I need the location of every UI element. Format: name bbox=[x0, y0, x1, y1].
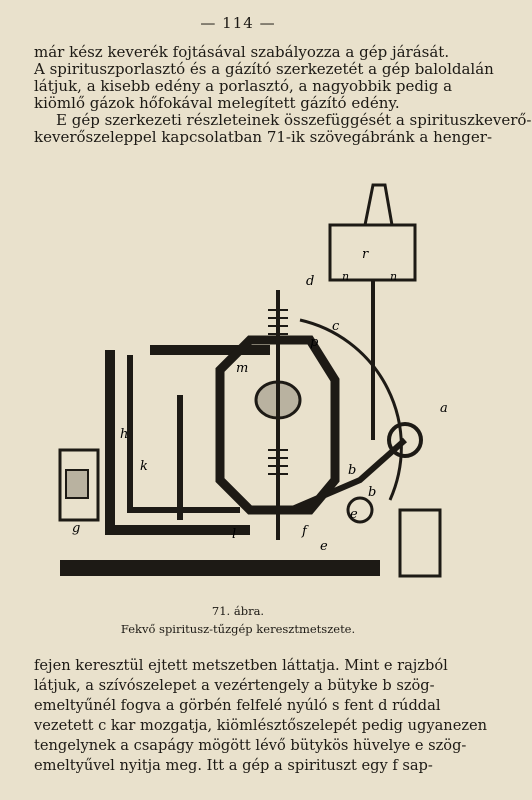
figure-label-h: h bbox=[120, 427, 128, 442]
flywheel-arc bbox=[299, 318, 403, 501]
figure-label-n: n bbox=[390, 270, 397, 283]
text-line: fejen keresztül ejtett metszetben láttat… bbox=[34, 657, 448, 674]
top-paragraph: már kész keverék fojtásával szabályozza … bbox=[34, 43, 532, 146]
pivot-wheel bbox=[346, 496, 374, 524]
engine-cross-section-figure: r n n d c m p a b b h k g l e e f bbox=[58, 183, 448, 578]
text-line: kiömlő gázok hőfokával melegített gázító… bbox=[34, 94, 400, 112]
text-line: vezetett c kar mozgatja, kiömlésztőszele… bbox=[34, 717, 488, 734]
text-line: E gép szerkezeti részleteinek összefüggé… bbox=[56, 111, 532, 129]
text-line: A spirituszporlasztó és a gázító szerkez… bbox=[34, 60, 494, 78]
figure-label-d: d bbox=[306, 274, 314, 289]
main-pipe bbox=[105, 350, 250, 535]
figure-label-m: m bbox=[236, 361, 248, 376]
upper-spring bbox=[268, 309, 288, 335]
figure-caption-subtitle: Fekvő spiritusz-tűzgép keresztmetszete. bbox=[120, 622, 356, 636]
figure-label-e: e bbox=[320, 539, 328, 554]
figure-label-r: r bbox=[362, 247, 369, 262]
valve-chamber bbox=[215, 335, 340, 515]
text-line: tengelynek a csapágy mögött lévő bütykös… bbox=[34, 737, 467, 754]
figure-label-b: b bbox=[348, 463, 356, 478]
figure-label-a: a bbox=[440, 401, 448, 416]
base-plate bbox=[60, 560, 380, 576]
figure-label-g: g bbox=[72, 521, 80, 536]
lower-spring bbox=[268, 449, 288, 475]
text-line: keverőszeleppel kapcsolatban 71-ik szöve… bbox=[34, 128, 493, 146]
figure-label-l: l bbox=[232, 527, 236, 542]
text-line: látjuk, a kisebb edény a porlasztó, a na… bbox=[34, 77, 453, 95]
figure-label-n: n bbox=[342, 270, 349, 283]
bottom-paragraph: fejen keresztül ejtett metszetben láttat… bbox=[34, 656, 488, 776]
figure-label-b: b bbox=[368, 485, 376, 500]
figure-caption-title: 71. ábra. bbox=[211, 604, 265, 618]
inner-pipe bbox=[127, 355, 240, 513]
text-line: már kész keverék fojtásával szabályozza … bbox=[34, 43, 450, 61]
cam-wheel bbox=[387, 422, 423, 458]
vaporizer-body bbox=[58, 448, 100, 522]
vaporizer-core bbox=[65, 469, 89, 499]
frame-right bbox=[398, 508, 442, 578]
text-line: emeltyűvel nyitja meg. Itt a gép a spiri… bbox=[34, 757, 433, 774]
figure-label-k: k bbox=[140, 459, 148, 474]
text-line: emeltyűnél fogva a görbén felfelé nyúló … bbox=[34, 697, 441, 714]
figure-label-c: c bbox=[332, 319, 340, 334]
page-number: — 114 — bbox=[200, 14, 276, 32]
figure-label-e: e bbox=[350, 507, 358, 522]
figure-label-p: p bbox=[310, 335, 319, 350]
book-page: — 114 — már kész keverék fojtásával szab… bbox=[34, 14, 532, 776]
governor-cap bbox=[363, 183, 394, 226]
text-line: látjuk, a szívószelepet a vezértengely a… bbox=[34, 677, 435, 694]
figure-label-f: f bbox=[301, 524, 309, 539]
lever-arm bbox=[288, 437, 407, 513]
